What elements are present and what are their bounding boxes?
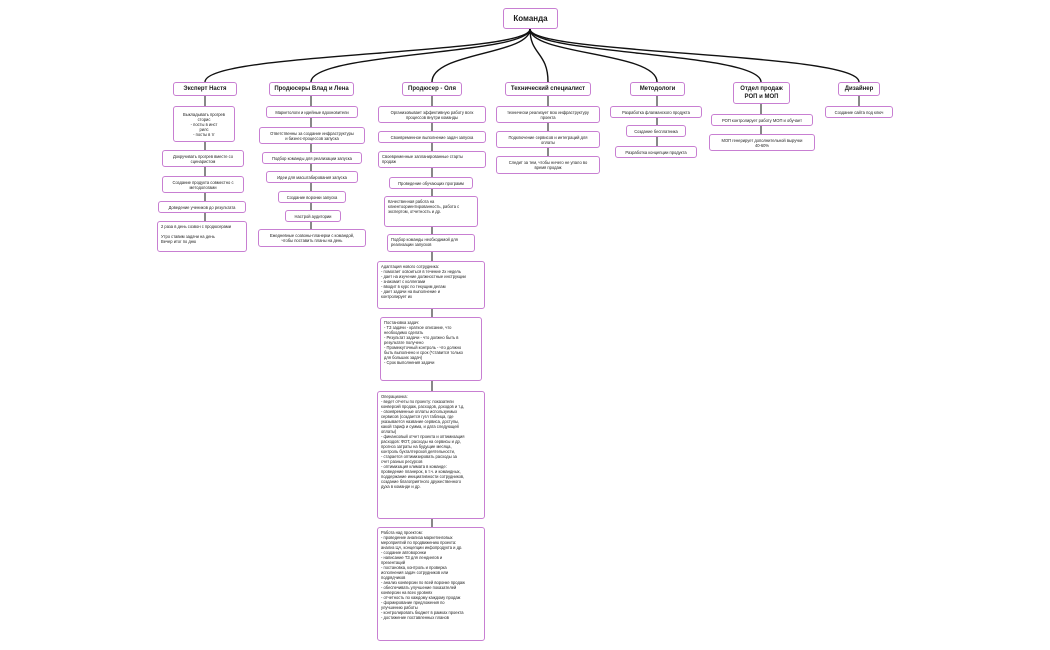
methodologists-item[interactable]: Создание бесплатника bbox=[626, 125, 686, 137]
expert-item[interactable]: Доведение учеников до результата bbox=[158, 201, 246, 213]
branch-title: Продюсеры Влад и Лена bbox=[274, 86, 349, 92]
branch-title: Технический специалист bbox=[510, 86, 586, 92]
producer-olya-item[interactable]: Постановка задач: - ТЗ задачи - краткое … bbox=[380, 317, 482, 381]
methodologists-item[interactable]: Разработка флагманского продукта bbox=[610, 106, 702, 118]
branch-title: Продюсер - Оля bbox=[408, 86, 456, 92]
root-node[interactable]: Команда bbox=[503, 8, 558, 29]
tech-item[interactable]: технически реализует всю инфраструктуру … bbox=[496, 106, 600, 123]
connector-line bbox=[204, 28, 531, 83]
tech-item[interactable]: Следит за тем, чтобы ничего не упало во … bbox=[496, 156, 600, 174]
connector-line bbox=[529, 28, 860, 83]
producer-olya-item[interactable]: Своевременное выполнение задач запуска bbox=[378, 131, 486, 143]
branch-header-expert[interactable]: Эксперт Настя bbox=[173, 82, 237, 96]
producer-olya-item[interactable]: Проведение обучающих программ bbox=[389, 177, 473, 189]
branch-title: Методологи bbox=[639, 86, 676, 92]
producer-olya-item[interactable]: Качественная работа на клиентоориентиров… bbox=[384, 196, 478, 227]
producers-item[interactable]: Маркетологи и идейные вдохновители bbox=[266, 106, 358, 118]
branch-header-designer[interactable]: Дизайнер bbox=[838, 82, 880, 96]
expert-item[interactable]: Докручивать прогрев вместе со сценаристо… bbox=[162, 150, 244, 167]
producers-item[interactable]: Подбор команды для реализации запуска bbox=[262, 152, 362, 164]
tech-item[interactable]: Подключение сервисов и интеграций для оп… bbox=[496, 131, 600, 148]
methodologists-item[interactable]: Разработка концепции продукта bbox=[615, 146, 697, 158]
producer-olya-item[interactable]: Работа над проектом: - проведение анализ… bbox=[377, 527, 485, 641]
branch-title: Эксперт Настя bbox=[183, 86, 227, 92]
designer-item[interactable]: Создание сайта под ключ bbox=[825, 106, 893, 118]
producers-item[interactable]: Ежедневные созвоны-планерки с командой, … bbox=[258, 229, 366, 247]
producer-olya-item[interactable]: Своевременные запланированные старты про… bbox=[378, 151, 486, 168]
branch-header-producer-olya[interactable]: Продюсер - Оля bbox=[402, 82, 462, 96]
connector-line bbox=[529, 28, 658, 83]
producer-olya-item[interactable]: Организовывает эффективную работу всех п… bbox=[378, 106, 486, 123]
branch-title: Отдел продаж РОП и МОП bbox=[740, 86, 783, 100]
expert-item[interactable]: Выкладывать прогрев сторис - посты в инс… bbox=[173, 106, 235, 142]
sales-item[interactable]: РОП контролирует работу МОП и обучает bbox=[711, 114, 813, 126]
branch-header-methodologists[interactable]: Методологи bbox=[630, 82, 685, 96]
expert-item[interactable]: 2 раза в день созвон с продюсерами Утро … bbox=[157, 221, 247, 252]
producers-item[interactable]: Настрой аудитории bbox=[285, 210, 341, 222]
branch-header-sales[interactable]: Отдел продаж РОП и МОП bbox=[733, 82, 790, 104]
producer-olya-item[interactable]: Операционка: - ведет отчеты по проекту: … bbox=[377, 391, 485, 519]
producer-olya-item[interactable]: Подбор команды необходимой для реализаци… bbox=[387, 234, 475, 252]
connector-line bbox=[310, 28, 531, 83]
producers-item[interactable]: Создание воронки запуска bbox=[278, 191, 346, 203]
sales-item[interactable]: МОП генерирует дополнительной выручки 40… bbox=[709, 134, 815, 151]
branch-header-tech[interactable]: Технический специалист bbox=[505, 82, 591, 96]
expert-item[interactable]: Создание продукта совместно с методолога… bbox=[162, 176, 244, 193]
producer-olya-item[interactable]: Адаптация нового сотрудника: - помогает … bbox=[377, 261, 485, 309]
producers-item[interactable]: Ответственны за создание инфраструктуры … bbox=[259, 127, 365, 144]
root-label: Команда bbox=[513, 14, 548, 23]
branch-header-producers[interactable]: Продюсеры Влад и Лена bbox=[269, 82, 354, 96]
connector-line bbox=[529, 28, 762, 83]
producers-item[interactable]: Идеи для масштабирования запуска bbox=[266, 171, 358, 183]
connector-line bbox=[529, 28, 549, 83]
connector-line bbox=[431, 28, 531, 83]
branch-title: Дизайнер bbox=[844, 86, 874, 92]
